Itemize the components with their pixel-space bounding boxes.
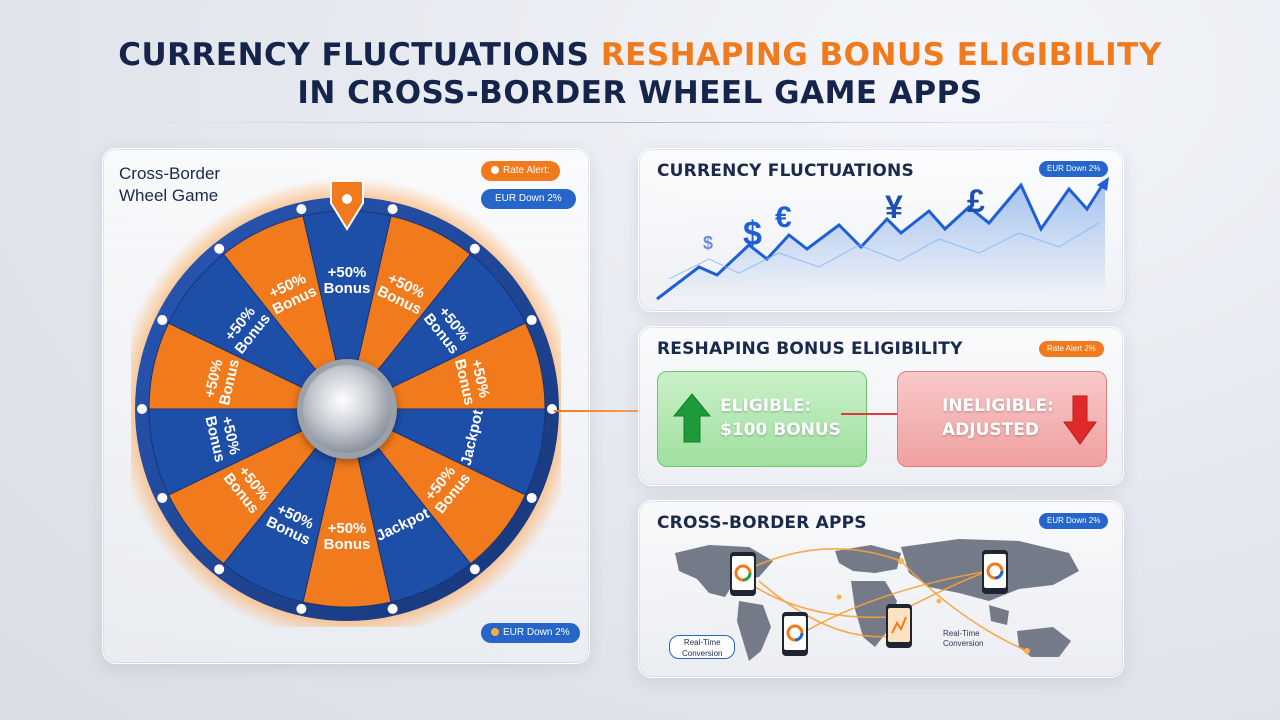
rim-light	[547, 404, 557, 414]
rim-light	[387, 204, 398, 215]
title-line-1: CURRENCY FLUCTUATIONS RESHAPING BONUS EL…	[0, 36, 1280, 74]
apps-panel-title: CROSS-BORDER APPS	[657, 513, 867, 533]
yen-symbol: ¥	[885, 189, 903, 225]
page-title: CURRENCY FLUCTUATIONS RESHAPING BONUS EL…	[0, 36, 1280, 112]
title-line-2: IN CROSS-BORDER WHEEL GAME APPS	[297, 75, 983, 111]
world-map-graphic	[675, 539, 1079, 661]
rim-light	[526, 315, 537, 326]
wheel-segment	[222, 215, 348, 410]
rate-alert-pill[interactable]: Rate Alert:	[481, 161, 560, 181]
fx-trend-line	[656, 180, 1107, 301]
wheel-pointer-icon	[330, 180, 364, 231]
fx-pill[interactable]: EUR Down 2%	[1039, 161, 1109, 177]
wheel-segment-label: +50%Bonus	[324, 520, 371, 553]
cross-border-apps-panel: CROSS-BORDER APPS EUR Down 2%	[638, 500, 1124, 678]
phone-icon-asia	[981, 549, 1009, 600]
eligibility-panel-title: RESHAPING BONUS ELIGIBILITY	[657, 339, 963, 359]
rim-light	[469, 564, 480, 575]
phone-icon-africa	[885, 603, 913, 654]
rim-light	[157, 315, 168, 326]
fx-arrow-up-icon	[1097, 177, 1109, 191]
ineligible-text: INELIGIBLE: ADJUSTED	[942, 396, 1054, 440]
fx-trend-graphic	[656, 177, 1109, 301]
alert-dot-icon	[491, 166, 499, 174]
eligibility-pill[interactable]: Rate Alert 2%	[1039, 341, 1104, 357]
wheel-title-line-1: Cross-Border	[119, 164, 221, 183]
wheel-panel-title: Cross-Border Wheel Game	[119, 163, 220, 207]
title-part-1: CURRENCY FLUCTUATIONS	[118, 37, 590, 73]
ineligible-card[interactable]: INELIGIBLE: ADJUSTED	[897, 371, 1107, 467]
fx-secondary-line	[668, 222, 1100, 280]
eligibility-connector	[841, 413, 897, 415]
apps-pill[interactable]: EUR Down 2%	[1039, 513, 1109, 529]
phone-icon-south-america	[781, 611, 809, 662]
phone-icon-americas	[729, 551, 757, 602]
realtime-conversion-pill[interactable]: Real-Time Conversion	[669, 635, 736, 659]
rim-light	[296, 204, 307, 215]
prize-wheel[interactable]: +50%Bonus+50%Bonus+50%Bonus+50%BonusJack…	[131, 177, 561, 627]
rim-light	[469, 243, 480, 254]
wheel-title-line-2: Wheel Game	[119, 186, 219, 205]
rim-light	[157, 492, 168, 503]
bottom-eur-down-pill[interactable]: EUR Down 2%	[481, 623, 580, 643]
realtime-conversion-label: Real-Time Conversion	[943, 629, 984, 648]
eur-down-pill[interactable]: EUR Down 2%	[481, 189, 576, 209]
fx-area	[657, 181, 1105, 299]
eligible-card[interactable]: ELIGIBLE: $100 BONUS	[657, 371, 867, 467]
bonus-eligibility-panel: RESHAPING BONUS ELIGIBILITY Rate Alert 2…	[638, 326, 1124, 486]
coin-icon	[491, 628, 499, 636]
rim-light	[214, 243, 225, 254]
title-divider	[140, 122, 1140, 123]
rim-light	[526, 492, 537, 503]
rim-light	[137, 404, 147, 414]
currency-fluctuations-panel: CURRENCY FLUCTUATIONS EUR Down 2% $ $ € …	[638, 148, 1124, 312]
wheel-segment-label: +50%Bonus	[324, 264, 371, 297]
wheel-hub[interactable]	[297, 359, 397, 459]
wheel-segments	[148, 210, 546, 608]
fx-panel-title: CURRENCY FLUCTUATIONS	[657, 161, 914, 181]
title-part-2: RESHAPING BONUS ELIGIBILITY	[600, 37, 1162, 73]
rim-light	[387, 603, 398, 614]
arrow-down-icon	[1063, 395, 1097, 445]
pound-symbol: £	[967, 183, 985, 219]
dollar-symbol-small: $	[703, 233, 714, 253]
dollar-symbol: $	[743, 215, 762, 253]
arrow-up-icon	[672, 393, 712, 443]
wheel-panel: Cross-Border Wheel Game Rate Alert: EUR …	[102, 148, 590, 664]
euro-symbol: €	[775, 201, 792, 234]
rim-light	[296, 603, 307, 614]
wheel-rim-lights	[137, 204, 557, 614]
wheel-connector-line	[554, 410, 640, 412]
eligible-text: ELIGIBLE: $100 BONUS	[720, 396, 841, 440]
rim-light	[214, 564, 225, 575]
